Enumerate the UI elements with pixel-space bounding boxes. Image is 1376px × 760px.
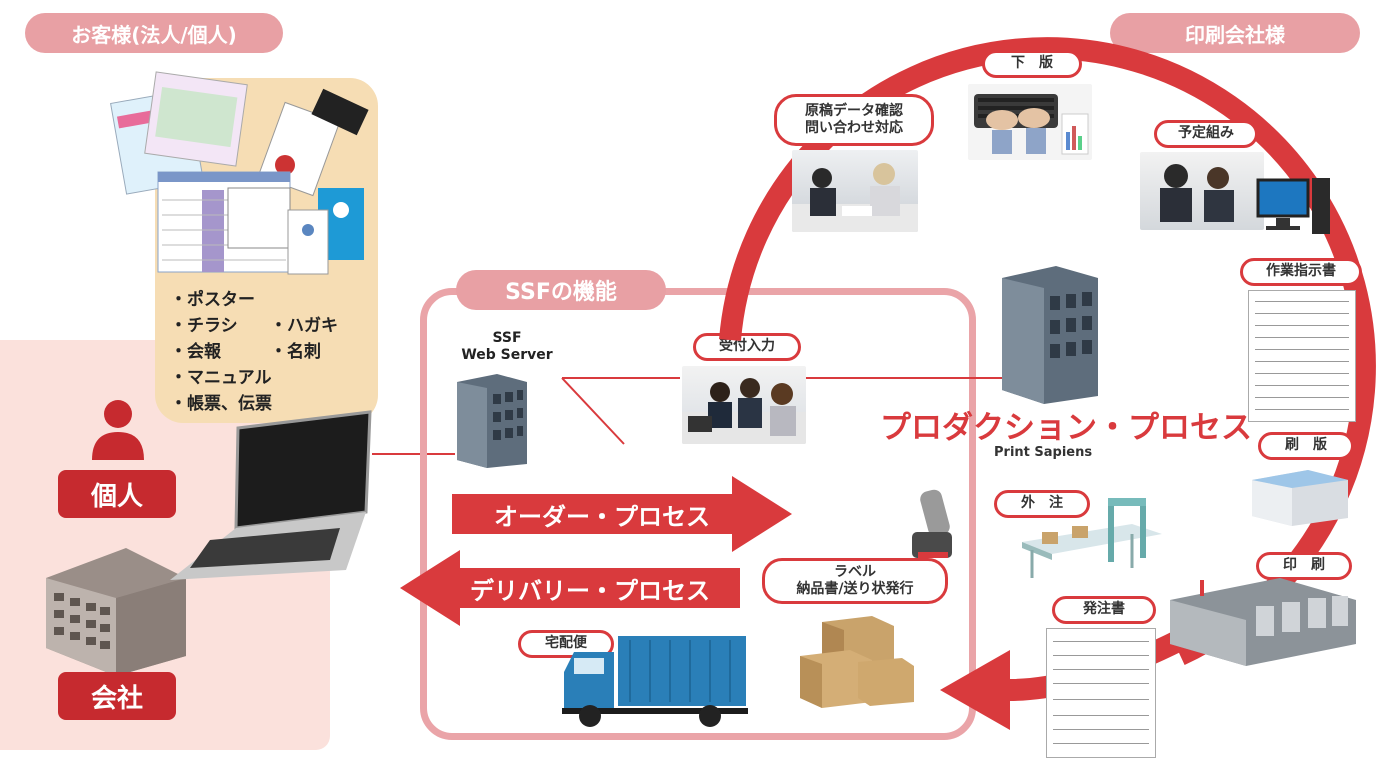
production-process-subtitle: Print Sapiens: [994, 445, 1092, 460]
doc-line: [1053, 729, 1149, 730]
connector-server-to-reception: [561, 377, 1010, 445]
reception-photo-art: [682, 378, 806, 444]
doc-line: [1053, 641, 1149, 642]
products-list-col1: ・ポスター ・チラシ ・会報 ・マニュアル ・帳票、伝票: [170, 285, 272, 415]
doc-line: [1053, 699, 1149, 700]
schedule-photo-art: [1160, 164, 1234, 222]
doc-line: [1053, 715, 1149, 716]
production-process-subtitle-text: Print Sapiens: [994, 445, 1093, 460]
printer-header: 印刷会社様: [1110, 13, 1360, 53]
step-courier-text: 宅配便: [545, 635, 587, 652]
ssf-server-label: SSF Web Server: [452, 330, 562, 364]
product-manual: ・マニュアル: [170, 368, 272, 388]
step-reception-text: 受付入力: [719, 338, 775, 355]
order-process-label: オーダー・プロセス: [452, 494, 752, 534]
doc-line: [1255, 313, 1349, 314]
step-manuscript-line1: 原稿データ確認: [805, 102, 903, 119]
production-process-title: プロダクション・プロセス: [880, 402, 1252, 447]
doc-line: [1053, 655, 1149, 656]
person-icon: [92, 400, 144, 460]
product-business-card: ・名刺: [270, 342, 321, 362]
step-work-order-text: 作業指示書: [1266, 263, 1336, 280]
printing-press-illustration: [1170, 578, 1356, 666]
ssf-server-label-line2: Web Server: [461, 346, 553, 363]
step-manuscript-check: 原稿データ確認 問い合わせ対応: [774, 94, 934, 146]
customer-header-text: お客様(法人/個人): [71, 22, 237, 47]
step-work-order: 作業指示書: [1240, 258, 1362, 286]
delivery-truck-illustration: [562, 636, 748, 727]
step-purchase-order-text: 発注書: [1083, 601, 1125, 618]
delivery-process-arrow: [400, 550, 740, 626]
step-manuscript-line2: 問い合わせ対応: [805, 120, 903, 136]
desktop-computer-icon: [1256, 178, 1330, 234]
doc-line: [1255, 349, 1349, 350]
product-flyer: ・チラシ: [170, 316, 238, 336]
doc-line: [1255, 337, 1349, 338]
order-process-text: オーダー・プロセス: [494, 502, 710, 531]
step-plate: 刷 版: [1258, 432, 1354, 460]
delivery-process-label: デリバリー・プロセス: [440, 568, 740, 608]
reception-photo: [682, 366, 806, 444]
doc-line: [1255, 385, 1349, 386]
ssf-server-label-line1: SSF: [492, 330, 522, 346]
doc-line: [1053, 683, 1149, 684]
platesetter-illustration: [1252, 470, 1348, 526]
production-process-title-text: プロダクション・プロセス: [880, 410, 1252, 446]
office-building-illustration: [46, 548, 186, 676]
step-label-issue-line2: 納品書/送り状発行: [796, 581, 914, 597]
schedule-photo: [1140, 152, 1264, 230]
production-server-icon: [1002, 266, 1098, 404]
step-outsource-text: 外 注: [1021, 495, 1063, 512]
doc-line: [1255, 301, 1349, 302]
company-label-text: 会社: [90, 683, 143, 714]
step-plate-text: 刷 版: [1285, 437, 1327, 454]
connector-laptop-to-server: [372, 453, 455, 455]
ssf-header-text: SSFの機能: [505, 280, 617, 305]
step-label-issue: ラベル 納品書/送り状発行: [762, 558, 948, 604]
individual-label: 個人: [58, 470, 176, 518]
conveyor-illustration: [1022, 498, 1162, 578]
order-process-arrow: [452, 476, 792, 552]
laptop-illustration: [170, 408, 372, 580]
doc-line: [1255, 325, 1349, 326]
step-outsource: 外 注: [994, 490, 1090, 518]
keyboard-photo: [968, 84, 1092, 160]
step-purchase-order: 発注書: [1052, 596, 1156, 624]
customer-header: お客様(法人/個人): [25, 13, 283, 53]
printer-header-text: 印刷会社様: [1185, 22, 1285, 47]
delivery-process-text: デリバリー・プロセス: [470, 576, 710, 605]
individual-label-text: 個人: [90, 481, 143, 512]
step-printing-text: 印 刷: [1283, 557, 1325, 574]
ssf-panel: [420, 288, 976, 740]
step-schedule: 予定組み: [1154, 120, 1258, 148]
doc-line: [1053, 743, 1149, 744]
doc-line: [1255, 373, 1349, 374]
step-reception: 受付入力: [693, 333, 801, 361]
doc-line: [1255, 409, 1349, 410]
step-schedule-text: 予定組み: [1178, 125, 1234, 142]
product-newsletter: ・会報: [170, 342, 221, 362]
ssf-server-icon: [457, 374, 527, 468]
step-label-issue-line1: ラベル: [834, 563, 876, 580]
printed-samples-illustration: [110, 71, 369, 275]
purchase-order-document: [1046, 628, 1156, 758]
product-postcard: ・ハガキ: [270, 316, 338, 336]
step-release-text: 下 版: [1011, 55, 1053, 72]
ssf-header: SSFの機能: [456, 270, 666, 310]
step-release: 下 版: [982, 50, 1082, 78]
barcode-scanner-illustration: [912, 489, 952, 558]
products-list-col2: ・ハガキ ・名刺: [270, 311, 338, 363]
cardboard-boxes-illustration: [800, 616, 914, 708]
manuscript-photo: [792, 150, 918, 232]
product-poster: ・ポスター: [170, 290, 255, 310]
keyboard-photo-art: [974, 94, 1089, 155]
company-label: 会社: [58, 672, 176, 720]
step-printing: 印 刷: [1256, 552, 1352, 580]
work-order-document: [1248, 290, 1356, 422]
doc-line: [1255, 361, 1349, 362]
product-forms: ・帳票、伝票: [170, 394, 272, 414]
manuscript-photo-art: [792, 163, 918, 232]
doc-line: [1255, 397, 1349, 398]
doc-line: [1053, 669, 1149, 670]
